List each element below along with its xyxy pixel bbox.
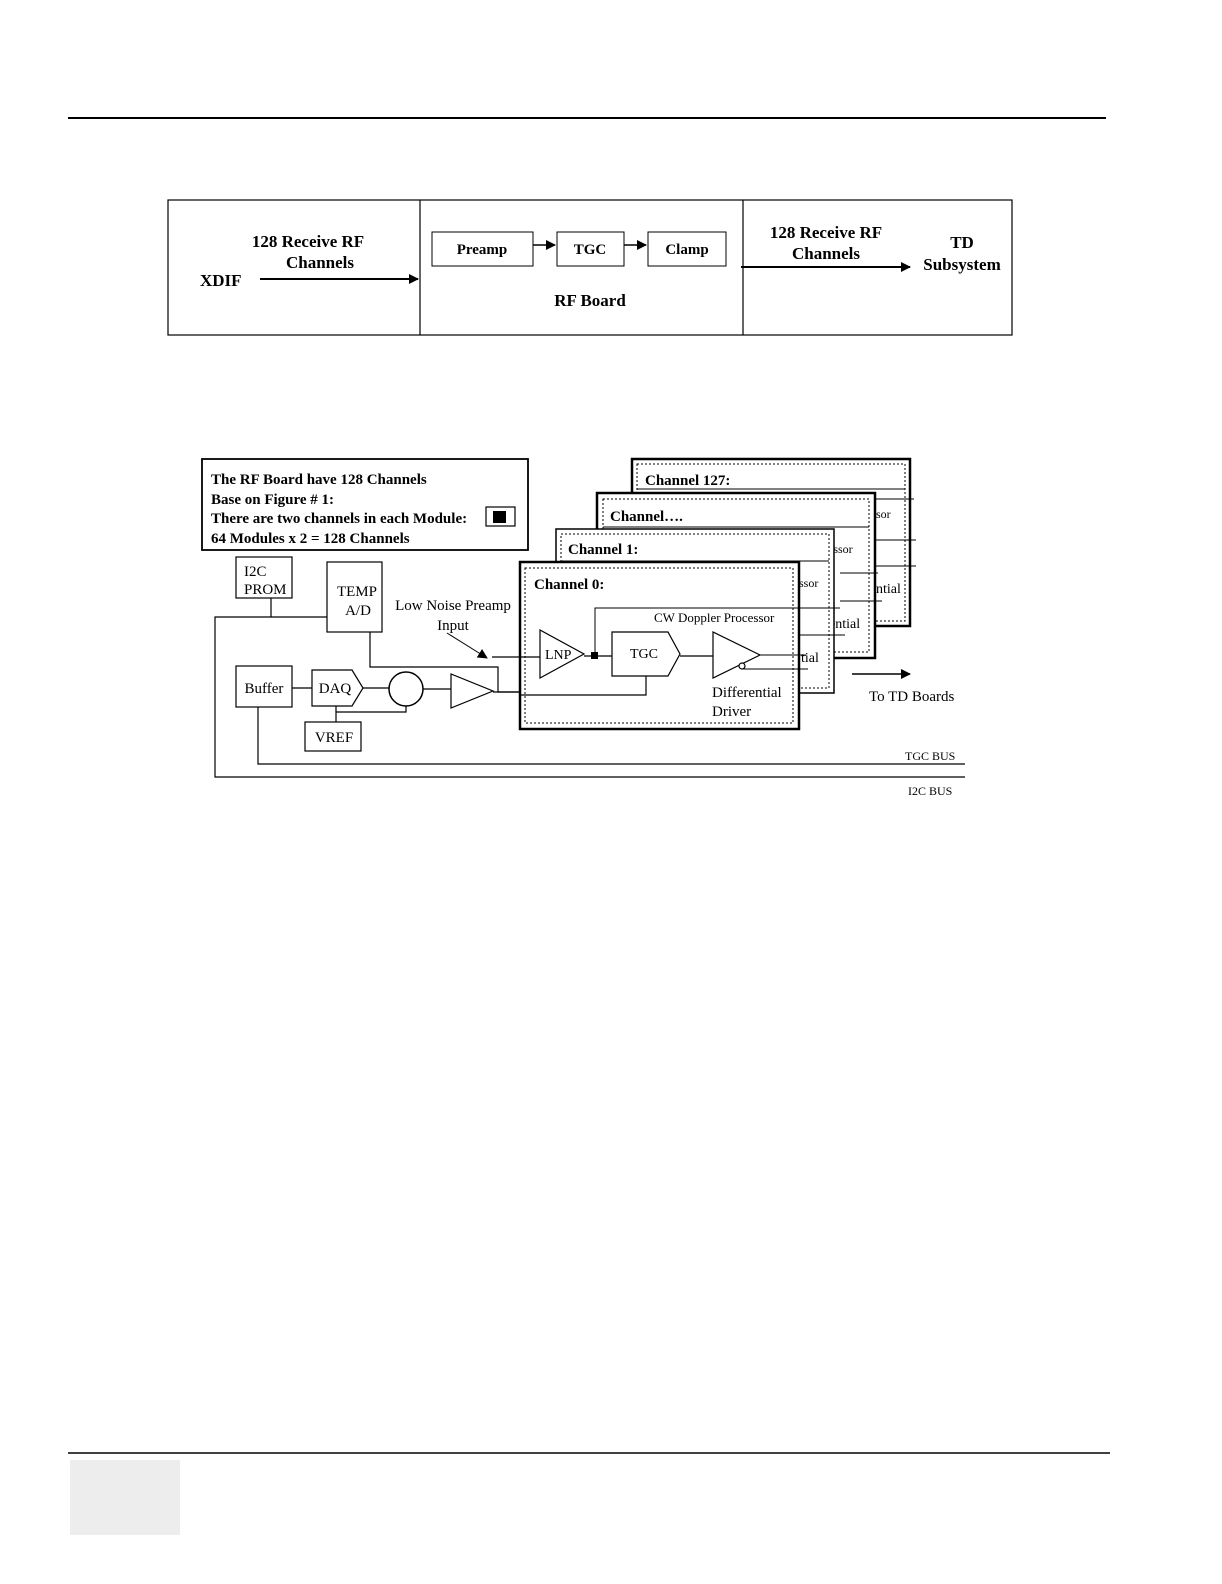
note-line-1: The RF Board have 128 Channels [211,472,427,488]
diff-driver-label-2: Driver [712,704,751,720]
figure-rf-board-overview: 128 Receive RF Channels XDIF Preamp TGC … [167,199,1013,336]
receive-out-label-1: 128 Receive RF [770,223,882,242]
channel-1-label: Channel 1: [568,542,638,558]
clamp-block [647,231,727,267]
receive-in-label-2: Channels [286,253,354,272]
note-box [201,458,529,551]
lnp-input-pointer [446,632,488,659]
lnp-input-label-2: Input [437,618,469,634]
i2c-prom-label-2: PROM [244,582,287,598]
note-line-3: There are two channels in each Module: [211,511,467,527]
tgc-amplifier-block [611,631,681,677]
channel-dots-label: Channel…. [610,509,683,525]
tgc-block-label: TGC [630,647,658,662]
channel-dots-ential: ential [829,617,860,632]
cw-doppler-wire [594,607,799,656]
note-line-4: 64 Modules x 2 = 128 Channels [211,531,410,547]
signal-buffer-amplifier [450,673,495,709]
lnp-label: LNP [545,648,572,663]
module-icon [493,511,506,523]
temp-ad-block [326,561,383,633]
driver-inverting-output [738,662,746,670]
lnp-amplifier [539,628,586,680]
vref-label: VREF [315,730,353,746]
tgc-block [556,231,625,267]
channel-127-label: Channel 127: [645,473,730,489]
differential-driver [712,631,762,679]
rf-board-label: RF Board [554,291,626,310]
receive-out-label-2: Channels [792,244,860,263]
tgc-bus-label: TGC BUS [905,749,955,763]
temp-ad-label-2: A/D [345,603,371,619]
channel-1-tial: tial [801,651,819,666]
channel-127-inner [636,463,906,622]
lnp-input-label-1: Low Noise Preamp [395,598,511,614]
channel-127-sor: sor [876,507,891,521]
tgc-bus-line [257,707,965,765]
note-line-2: Base on Figure # 1: [211,492,334,508]
preamp-block [431,231,534,267]
channel-0-inner [524,567,794,724]
tgc-label: TGC [574,242,607,258]
cw-doppler-label: CW Doppler Processor [654,610,775,625]
td-label-2: Subsystem [923,255,1000,274]
figure1-frame [167,199,1013,336]
summing-node [388,671,424,707]
i2c-prom-block [235,556,293,599]
buffer-block [235,665,293,708]
xdif-label: XDIF [200,271,242,290]
tgc-control-wire [520,676,647,696]
i2c-prom-label-1: I2C [244,564,267,580]
preamp-label: Preamp [457,242,508,258]
buffer-label: Buffer [245,681,284,697]
receive-in-label-1: 128 Receive RF [252,232,364,251]
to-td-label: To TD Boards [869,689,954,705]
daq-label: DAQ [319,681,352,697]
vref-block [304,721,362,752]
daq-block [311,669,364,707]
figure-rf-channel-block-diagram: The RF Board have 128 Channels Base on F… [201,457,965,798]
channel-0-label: Channel 0: [534,577,604,593]
summing-vref-wire [335,706,407,722]
temp-ad-label-1: TEMP [337,584,377,600]
td-label-1: TD [950,233,974,252]
i2c-bus-label: I2C BUS [908,784,952,798]
clamp-label: Clamp [665,242,708,258]
channel-1-ssor: ssor [799,576,818,590]
channel-127-ntial: ntial [876,582,901,597]
footer-tab [70,1460,180,1535]
diff-driver-label-1: Differential [712,685,782,701]
